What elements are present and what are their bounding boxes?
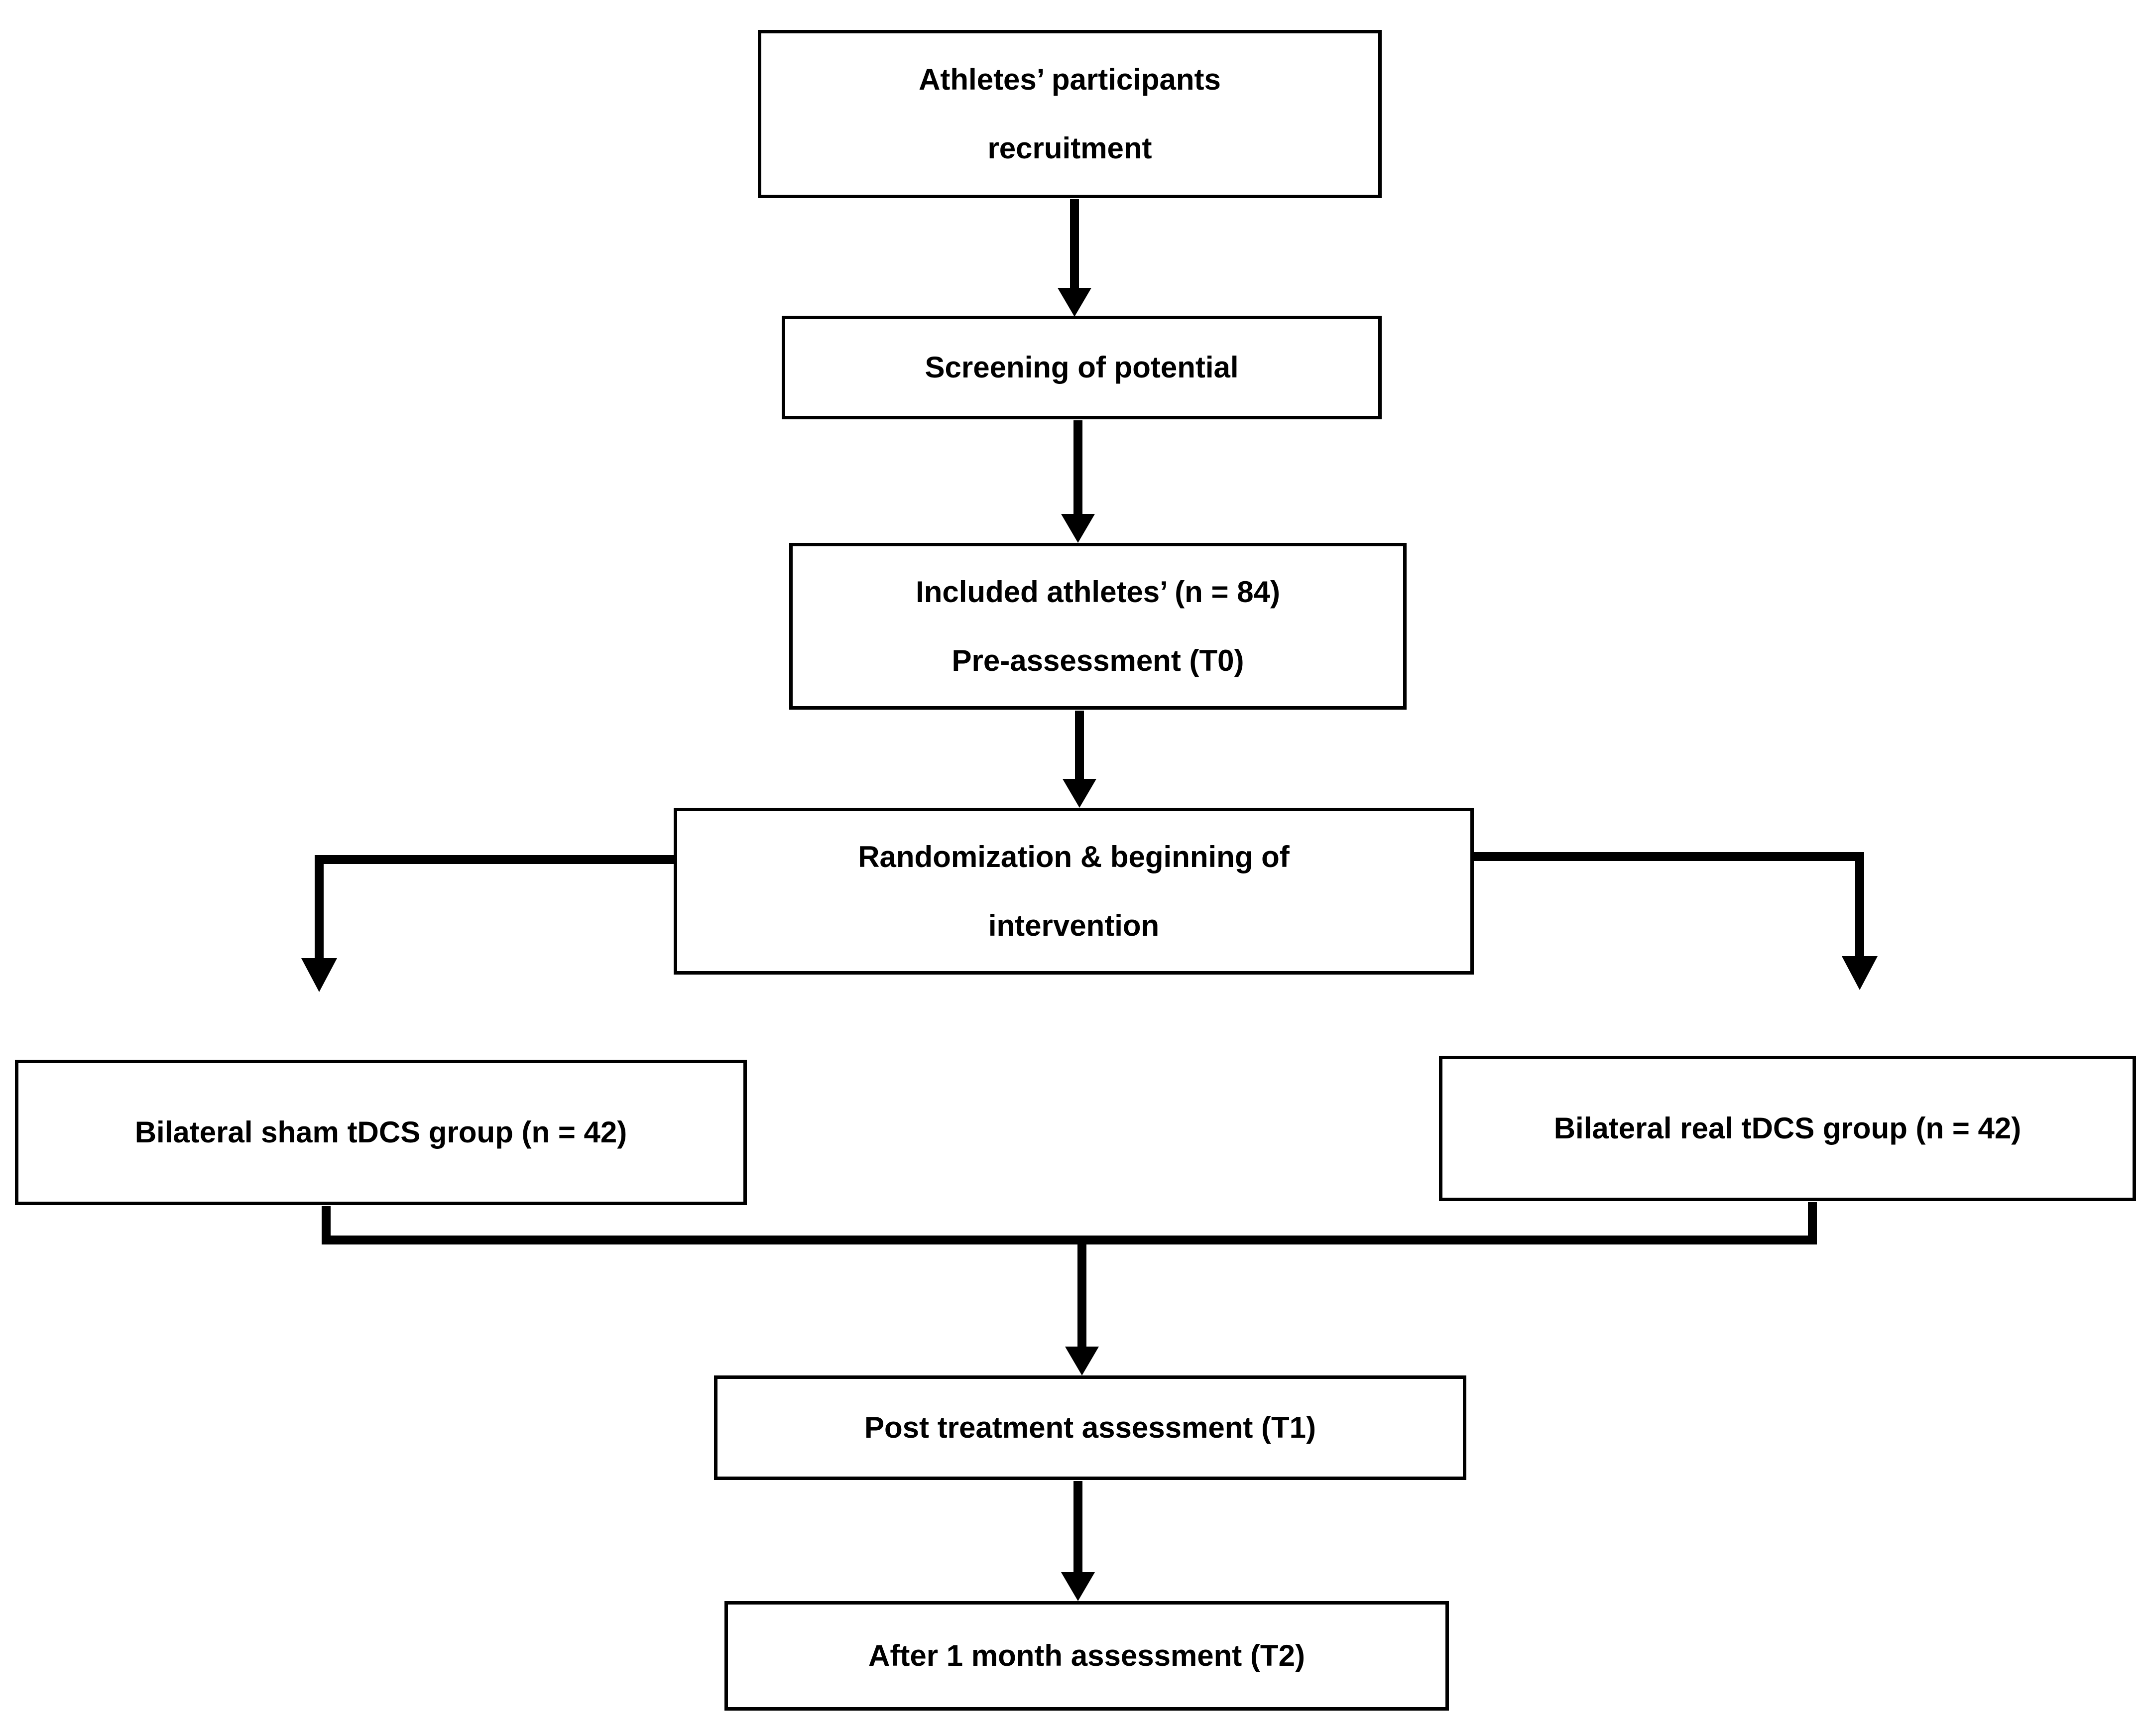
node-included-athletes-line-1: Included athletes’ (n = 84) — [916, 575, 1280, 609]
node-randomization-line-1: Randomization & beginning of — [858, 840, 1290, 873]
node-one-month-assessment-line-1: After 1 month assessment (T2) — [868, 1639, 1305, 1672]
edge-merge-to-post-treatment — [1065, 1240, 1099, 1375]
edge-included-to-randomization — [1063, 711, 1096, 808]
node-post-treatment[interactable]: Post treatment assessment (T1) — [714, 1375, 1466, 1480]
node-included-athletes-line-2: Pre-assessment (T0) — [952, 643, 1244, 677]
edge-groups-merge-bracket — [322, 1202, 1817, 1244]
node-screening[interactable]: Screening of potential — [782, 316, 1382, 419]
node-screening-line-1: Screening of potential — [925, 351, 1239, 384]
edge-randomization-to-real — [1474, 852, 1878, 990]
node-sham-group-line-1: Bilateral sham tDCS group (n = 42) — [134, 1116, 627, 1149]
node-recruitment-line-2: recruitment — [987, 131, 1152, 165]
node-real-group[interactable]: Bilateral real tDCS group (n = 42) — [1439, 1056, 2136, 1201]
node-included-athletes[interactable]: Included athletes’ (n = 84) Pre-assessme… — [789, 543, 1407, 710]
edge-screening-to-included — [1061, 420, 1095, 543]
node-one-month-assessment[interactable]: After 1 month assessment (T2) — [724, 1601, 1449, 1711]
edge-recruitment-to-screening — [1058, 199, 1091, 317]
node-sham-group[interactable]: Bilateral sham tDCS group (n = 42) — [15, 1060, 747, 1205]
node-recruitment[interactable]: Athletes’ participants recruitment — [758, 30, 1382, 198]
edge-randomization-to-sham — [301, 855, 674, 992]
node-randomization-line-2: intervention — [988, 908, 1160, 942]
edge-post-treatment-to-one-month — [1061, 1481, 1095, 1601]
node-post-treatment-line-1: Post treatment assessment (T1) — [864, 1411, 1316, 1444]
node-real-group-line-1: Bilateral real tDCS group (n = 42) — [1553, 1112, 2022, 1145]
node-recruitment-line-1: Athletes’ participants — [919, 63, 1221, 96]
node-randomization[interactable]: Randomization & beginning of interventio… — [674, 808, 1474, 975]
